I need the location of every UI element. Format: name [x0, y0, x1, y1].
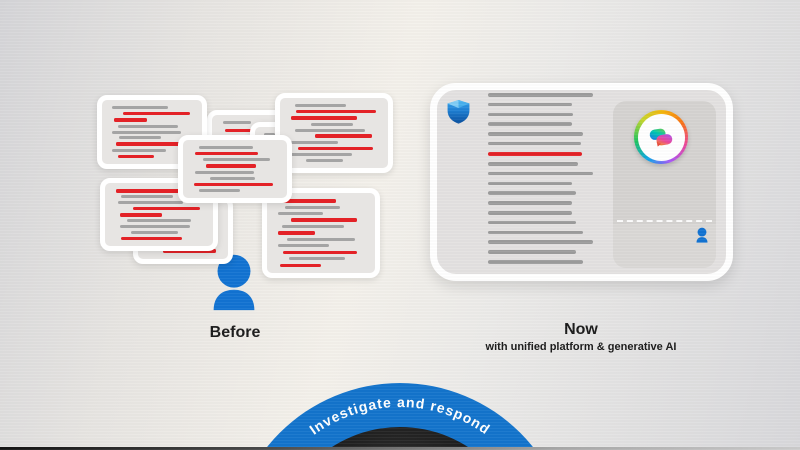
redacted-text-line: [130, 230, 178, 234]
redacted-alert-line: [132, 206, 201, 211]
redacted-alert-line: [298, 146, 374, 151]
copilot-icon-circle: [637, 113, 685, 161]
redacted-alert-line: [193, 182, 273, 187]
copilot-logo-glyph: [649, 128, 673, 147]
now-label: Now: [564, 321, 598, 338]
alert-card: [262, 188, 380, 278]
panel-text-line: [488, 250, 576, 254]
redacted-text-line: [127, 219, 191, 223]
redacted-alert-line: [277, 199, 337, 203]
panel-text-line: [488, 191, 576, 195]
redacted-alert-line: [115, 189, 191, 193]
redacted-alert-line: [206, 164, 256, 168]
redacted-text-line: [263, 133, 275, 136]
redacted-text-line: [195, 170, 254, 174]
redacted-text-line: [277, 244, 330, 248]
redacted-alert-line: [121, 236, 183, 240]
redacted-text-line: [290, 153, 352, 156]
defender-shield-icon: [447, 100, 470, 124]
redacted-alert-line: [290, 116, 357, 120]
panel-text-line: [488, 93, 593, 97]
panel-text-line: [488, 112, 573, 117]
panel-text-line: [488, 240, 593, 244]
redacted-alert-line: [224, 128, 273, 132]
redacted-text-line: [289, 257, 346, 261]
panel-text-line: [488, 132, 583, 136]
panel-text-line: [488, 201, 572, 205]
user-person-icon: [696, 227, 708, 243]
redacted-alert-line: [195, 151, 259, 156]
redacted-text-line: [117, 201, 184, 204]
redacted-alert-line: [163, 249, 217, 253]
panel-text-line: [488, 162, 578, 166]
redacted-text-line: [294, 128, 366, 132]
redacted-alert-line: [290, 218, 357, 222]
copilot-sidebar: [613, 101, 716, 268]
alert-card: [178, 135, 292, 203]
redacted-alert-line: [296, 109, 377, 114]
panel-text-line: [488, 122, 572, 126]
redacted-text-line: [223, 121, 252, 124]
redacted-alert-line: [117, 154, 154, 158]
panel-text-line: [488, 141, 581, 146]
redacted-text-line: [112, 130, 182, 134]
redacted-text-line: [117, 124, 178, 128]
redacted-text-line: [305, 158, 344, 162]
redacted-text-line: [202, 158, 271, 162]
redacted-text-line: [199, 188, 240, 192]
now-subtitle: with unified platform & generative AI: [485, 341, 677, 353]
panel-text-line: [488, 181, 572, 186]
redacted-text-line: [281, 225, 344, 228]
redacted-text-line: [209, 176, 255, 180]
alert-card: [275, 93, 393, 173]
panel-text-line: [488, 260, 583, 264]
redacted-alert-line: [115, 142, 187, 146]
redacted-text-line: [287, 238, 355, 241]
redacted-alert-line: [119, 213, 162, 217]
redacted-text-line: [294, 104, 347, 107]
redacted-text-line: [199, 146, 253, 149]
unified-platform-panel: [430, 83, 733, 281]
redacted-text-line: [285, 205, 340, 209]
panel-text-line: [488, 102, 572, 107]
redacted-text-line: [112, 148, 166, 152]
copilot-icon: [634, 110, 688, 164]
panel-text-line: [488, 220, 576, 225]
alert-cards: [0, 0, 470, 340]
now-label-group: Now with unified platform & generative A…: [486, 321, 677, 353]
redacted-alert-line: [283, 250, 357, 254]
redacted-alert-line: [279, 263, 321, 267]
redacted-text-line: [121, 195, 174, 199]
panel-text-line: [488, 171, 593, 176]
before-label: Before: [209, 324, 261, 341]
highlighted-alert-line: [488, 151, 582, 156]
redacted-text-line: [277, 212, 323, 215]
panel-text-line: [488, 230, 583, 235]
redacted-alert-line: [122, 111, 190, 116]
redacted-alert-line: [277, 231, 316, 235]
panel-text-line: [488, 211, 572, 215]
redacted-text-line: [119, 136, 161, 140]
bottom-frame-edge: [0, 447, 800, 450]
redacted-text-line: [290, 140, 338, 144]
redacted-alert-line: [315, 134, 372, 138]
panel-text-lines: [488, 93, 593, 264]
dashed-divider: [617, 220, 712, 222]
redacted-text-line: [112, 106, 169, 109]
redacted-alert-line: [114, 118, 147, 122]
redacted-text-line: [119, 225, 191, 228]
redacted-text-line: [310, 122, 353, 126]
